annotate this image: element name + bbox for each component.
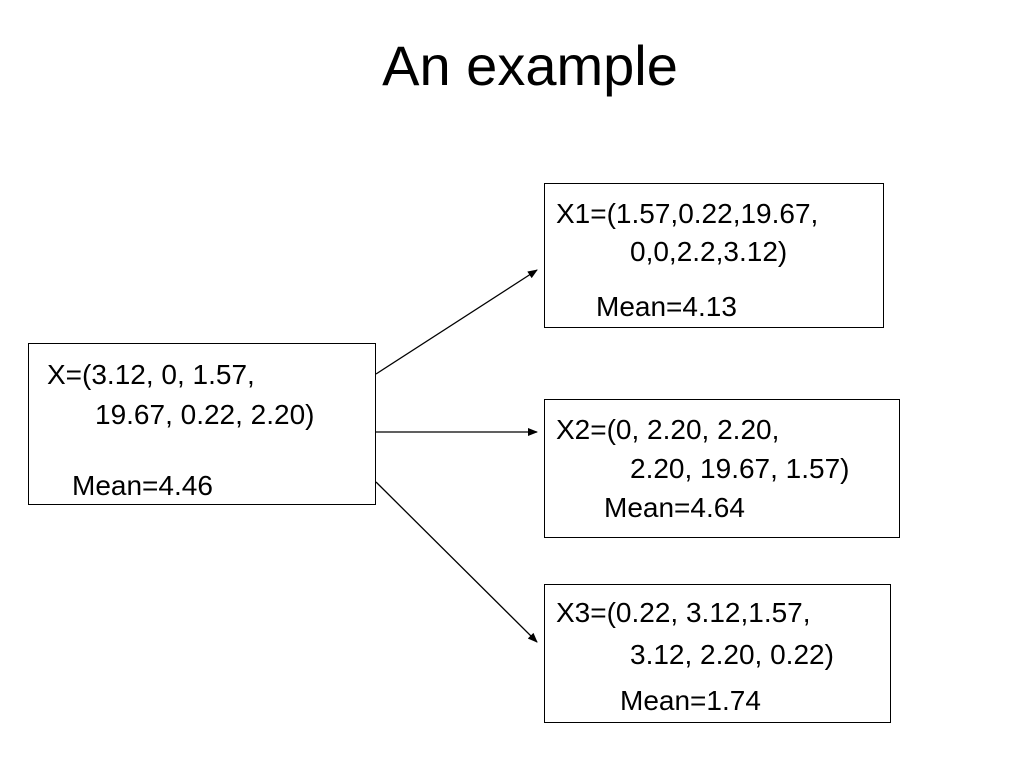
sample3-mean: Mean=1.74	[620, 685, 761, 716]
sample3-values-line1: X3=(0.22, 3.12,1.57,	[556, 597, 811, 628]
arrow-to-x1	[375, 269, 538, 375]
source-values-line2: 19.67, 0.22, 2.20)	[95, 399, 315, 430]
bootstrap-sample-box-3: X3=(0.22, 3.12,1.57, 3.12, 2.20, 0.22) M…	[544, 584, 891, 723]
source-sample-box: X=(3.12, 0, 1.57, 19.67, 0.22, 2.20) Mea…	[28, 343, 376, 505]
source-values-line1: X=(3.12, 0, 1.57,	[47, 359, 255, 390]
sample2-mean: Mean=4.64	[604, 492, 745, 523]
source-mean: Mean=4.46	[72, 470, 213, 501]
arrow-to-x3	[375, 481, 538, 643]
bootstrap-sample-box-2: X2=(0, 2.20, 2.20, 2.20, 19.67, 1.57) Me…	[544, 399, 900, 538]
bootstrap-sample-box-1: X1=(1.57,0.22,19.67, 0,0,2.2,3.12) Mean=…	[544, 183, 884, 328]
sample2-values-line1: X2=(0, 2.20, 2.20,	[556, 414, 780, 445]
sample2-values-line2: 2.20, 19.67, 1.57)	[630, 453, 850, 484]
sample3-values-line2: 3.12, 2.20, 0.22)	[630, 639, 834, 670]
sample1-mean: Mean=4.13	[596, 291, 737, 322]
sample1-values-line1: X1=(1.57,0.22,19.67,	[556, 198, 819, 229]
sample1-values-line2: 0,0,2.2,3.12)	[630, 236, 788, 267]
slide-title: An example	[382, 34, 678, 97]
